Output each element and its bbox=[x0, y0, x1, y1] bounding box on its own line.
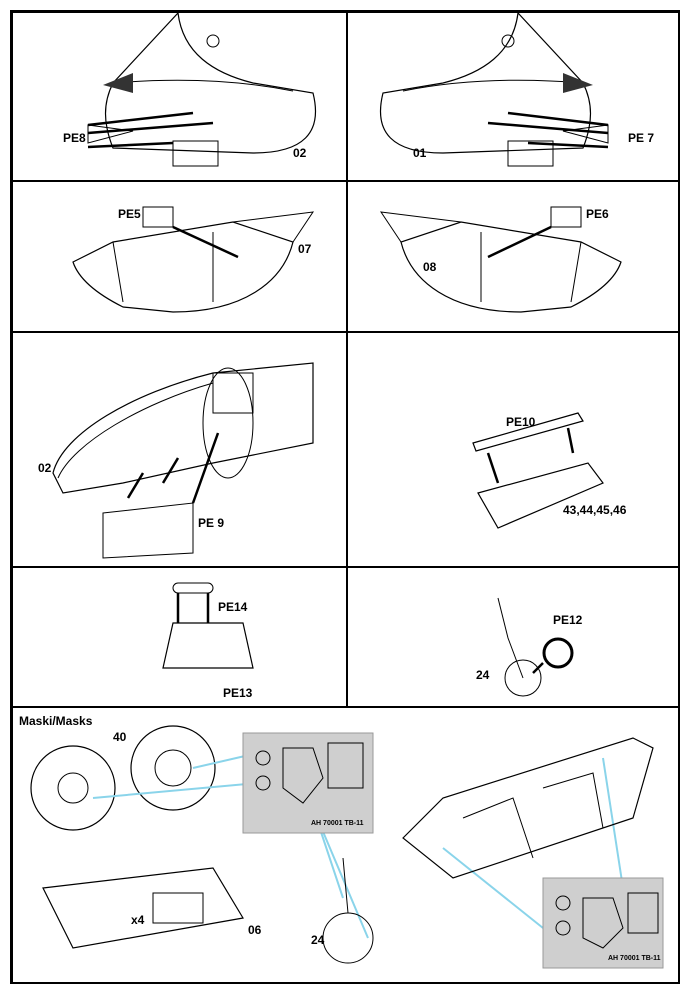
wheel-label-40: 40 bbox=[113, 730, 127, 744]
part-label-43-46: 43,44,45,46 bbox=[563, 503, 627, 517]
step-panel-pe10: PE10 43,44,45,46 bbox=[347, 332, 680, 567]
masks-panel: Maski/Masks bbox=[12, 707, 680, 984]
nacelle-right-drawing bbox=[379, 13, 609, 167]
nacelle-left-drawing bbox=[87, 13, 317, 167]
part-label-pe7: PE 7 bbox=[628, 131, 655, 145]
part-label-02: 02 bbox=[38, 461, 52, 475]
part-label-06: 06 bbox=[248, 923, 262, 937]
wheel-well-right-drawing bbox=[379, 206, 622, 313]
wheel-well-left-drawing bbox=[72, 206, 315, 313]
mask-sheet-2 bbox=[542, 877, 664, 969]
mask-sheet-code-2: AH 70001 TB-11 bbox=[608, 955, 661, 962]
seat-frame-drawing bbox=[162, 582, 254, 669]
part-label-07: 07 bbox=[298, 242, 312, 256]
part-label-pe14: PE14 bbox=[218, 600, 248, 614]
step-panel-pe5: PE5 07 bbox=[12, 181, 347, 332]
cockpit-canopy-drawing bbox=[52, 362, 314, 559]
step-panel-pe9: 02 PE 9 bbox=[12, 332, 347, 567]
masks-drawing bbox=[30, 725, 664, 969]
landing-gear-drawing bbox=[497, 597, 574, 697]
part-label-pe5: PE5 bbox=[118, 207, 141, 221]
part-label-24: 24 bbox=[476, 668, 490, 682]
step-panel-pe8: PE8 02 bbox=[12, 12, 347, 181]
part-label-08: 08 bbox=[423, 260, 437, 274]
multiplier-label-x4: x4 bbox=[131, 913, 145, 927]
instruction-sheet: PE8 02 01 PE 7 PE5 07 bbox=[10, 10, 680, 984]
gear-label-24: 24 bbox=[311, 933, 325, 947]
part-label-pe8: PE8 bbox=[63, 131, 86, 145]
part-label-pe9: PE 9 bbox=[198, 516, 225, 530]
part-label-pe10: PE10 bbox=[506, 415, 536, 429]
part-label-pe12: PE12 bbox=[553, 613, 583, 627]
part-label-01: 01 bbox=[413, 146, 427, 160]
masks-title: Maski/Masks bbox=[19, 714, 93, 728]
mask-sheet-1 bbox=[242, 732, 374, 834]
part-label-02: 02 bbox=[293, 146, 307, 160]
console-drawing bbox=[472, 412, 604, 529]
part-label-pe13: PE13 bbox=[223, 686, 253, 700]
step-panel-pe12: PE12 24 bbox=[347, 567, 680, 707]
step-panel-pe7: 01 PE 7 bbox=[347, 12, 680, 181]
mask-sheet-code-1: AH 70001 TB-11 bbox=[311, 820, 364, 827]
part-label-pe6: PE6 bbox=[586, 207, 609, 221]
step-panel-pe6: PE6 08 bbox=[347, 181, 680, 332]
step-panel-pe14: PE14 PE13 bbox=[12, 567, 347, 707]
